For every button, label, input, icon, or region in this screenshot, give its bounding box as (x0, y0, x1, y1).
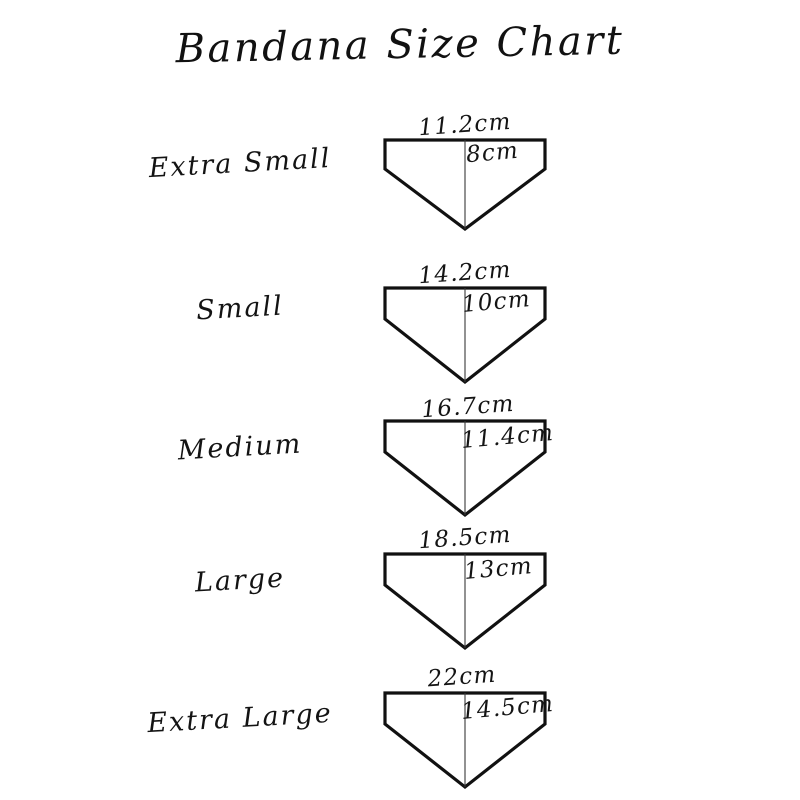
bandana-shape (383, 138, 547, 233)
bandana-diagram-icon (383, 552, 547, 651)
size-label: Medium (176, 428, 304, 467)
size-label: Extra Large (146, 697, 334, 740)
dimension-height-label: 8cm (464, 137, 520, 169)
bandana-diagram-icon (383, 691, 547, 790)
size-label: Large (194, 562, 286, 599)
bandana-shape (383, 552, 547, 652)
size-label: Extra Small (147, 142, 333, 185)
bandana-shape (383, 419, 547, 519)
bandana-diagram-icon (383, 138, 547, 231)
bandana-shape (383, 286, 547, 386)
page-title: Bandana Size Chart (175, 17, 625, 73)
size-label: Small (195, 290, 285, 327)
bandana-shape (383, 691, 547, 791)
bandana-diagram-icon (383, 286, 547, 385)
bandana-diagram-icon (383, 419, 547, 518)
